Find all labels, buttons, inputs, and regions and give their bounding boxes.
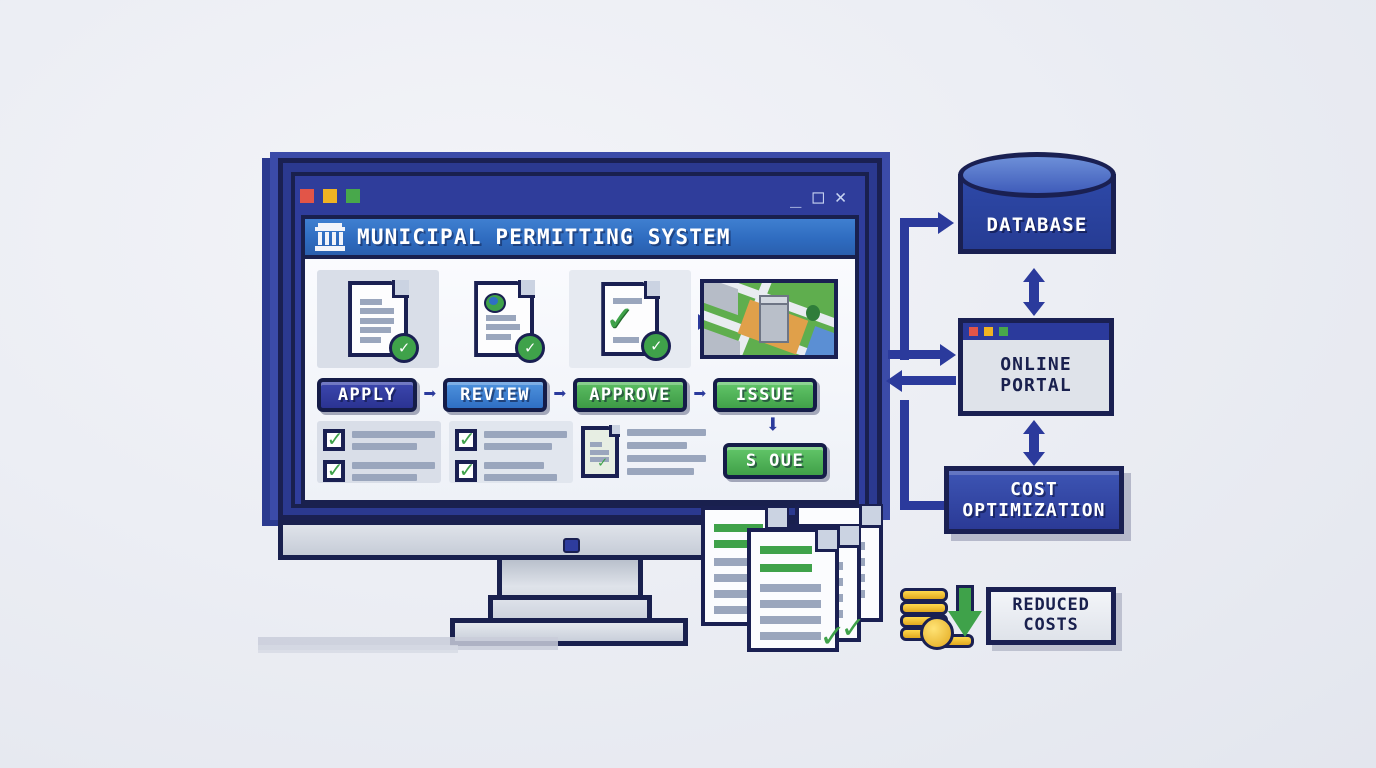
power-led[interactable] xyxy=(563,538,580,553)
step-arrow-1: ➡ xyxy=(423,382,437,407)
minimize-dot[interactable] xyxy=(323,189,337,203)
green-down-arrow xyxy=(948,585,982,637)
window-traffic-lights xyxy=(300,189,370,205)
connector-monitor-to-database xyxy=(900,218,909,360)
checklist-item[interactable] xyxy=(455,457,567,483)
maximize-dot[interactable] xyxy=(346,189,360,203)
bank-building-icon xyxy=(315,223,345,251)
close-icon[interactable]: ✕ xyxy=(834,185,847,208)
document-check-icon: ✓ xyxy=(348,280,420,363)
arrow-tip-database xyxy=(938,212,954,234)
maximize-icon[interactable]: □ xyxy=(812,185,824,208)
step-button-approve[interactable]: APPROVE xyxy=(573,378,687,412)
floor-shadow-soft xyxy=(258,645,458,653)
close-dot[interactable] xyxy=(300,189,314,203)
node-online-portal[interactable]: ONLINE PORTAL xyxy=(958,318,1114,416)
database-label: DATABASE xyxy=(986,214,1088,236)
save-button[interactable]: S OUE xyxy=(723,443,827,479)
monitor-stand-collar xyxy=(488,595,652,621)
review-icon-card: ✓ xyxy=(443,270,565,368)
connector-portal-cost xyxy=(1022,420,1046,466)
document-signed-icon: ✓ xyxy=(581,425,620,478)
checkbox-checked-icon[interactable] xyxy=(455,426,477,452)
node-reduced-costs[interactable]: REDUCED COSTS xyxy=(986,587,1116,645)
minimize-icon[interactable]: _ xyxy=(790,185,802,208)
connector-database-portal xyxy=(1022,268,1046,316)
connector-monitor-to-portal xyxy=(888,350,944,359)
app-header: MUNICIPAL PERMITTING SYSTEM xyxy=(301,215,859,259)
apply-icon-card: ✓ xyxy=(317,270,440,368)
app-title: MUNICIPAL PERMITTING SYSTEM xyxy=(357,225,731,249)
review-checklist xyxy=(449,421,573,483)
step-button-issue[interactable]: ISSUE xyxy=(713,378,817,412)
connector-monitor-to-cost xyxy=(900,400,909,510)
checklist-item[interactable] xyxy=(323,457,435,483)
window-controls: _ □ ✕ xyxy=(790,186,866,208)
workflow-steps: APPLY ➡ REVIEW ➡ APPROVE ➡ ISSUE xyxy=(311,371,849,417)
node-database[interactable]: DATABASE xyxy=(958,152,1116,264)
checklist-item[interactable] xyxy=(455,426,567,452)
coin-stack xyxy=(898,588,974,650)
workflow-icon-row: ✓ ✓ xyxy=(311,267,849,371)
document-globe-check-icon: ✓ xyxy=(474,280,546,363)
document-bigcheck-icon: ✓ ✓ xyxy=(601,281,672,361)
checkbox-checked-icon[interactable] xyxy=(455,457,477,483)
node-cost-optimization[interactable]: COST OPTIMIZATION xyxy=(944,466,1124,534)
portal-label: ONLINE PORTAL xyxy=(1000,353,1072,396)
apply-checklist xyxy=(317,421,441,483)
portal-titlebar xyxy=(963,323,1109,340)
connector-portal-to-monitor xyxy=(900,376,956,385)
checkbox-checked-icon[interactable] xyxy=(323,457,345,483)
issue-to-save-arrow: ⬇ xyxy=(765,410,781,440)
step-button-apply[interactable]: APPLY xyxy=(317,378,417,412)
map-parcel-icon xyxy=(700,279,839,359)
issue-icon-card xyxy=(695,270,843,368)
workflow-detail-row: ✓ xyxy=(311,417,849,492)
step-arrow-2: ➡ xyxy=(553,382,567,407)
stack-sheet-front: ✓ xyxy=(747,528,843,654)
checklist-item[interactable] xyxy=(323,426,435,452)
checkbox-checked-icon[interactable] xyxy=(323,426,345,452)
approve-icon-card: ✓ ✓ xyxy=(569,270,717,368)
step-arrow-3: ➡ xyxy=(693,382,707,407)
approve-document-preview: ✓ xyxy=(581,421,711,483)
globe-icon xyxy=(484,293,507,313)
permit-document-stack: ✓ ✓ xyxy=(695,498,890,656)
step-button-review[interactable]: REVIEW xyxy=(443,378,547,412)
